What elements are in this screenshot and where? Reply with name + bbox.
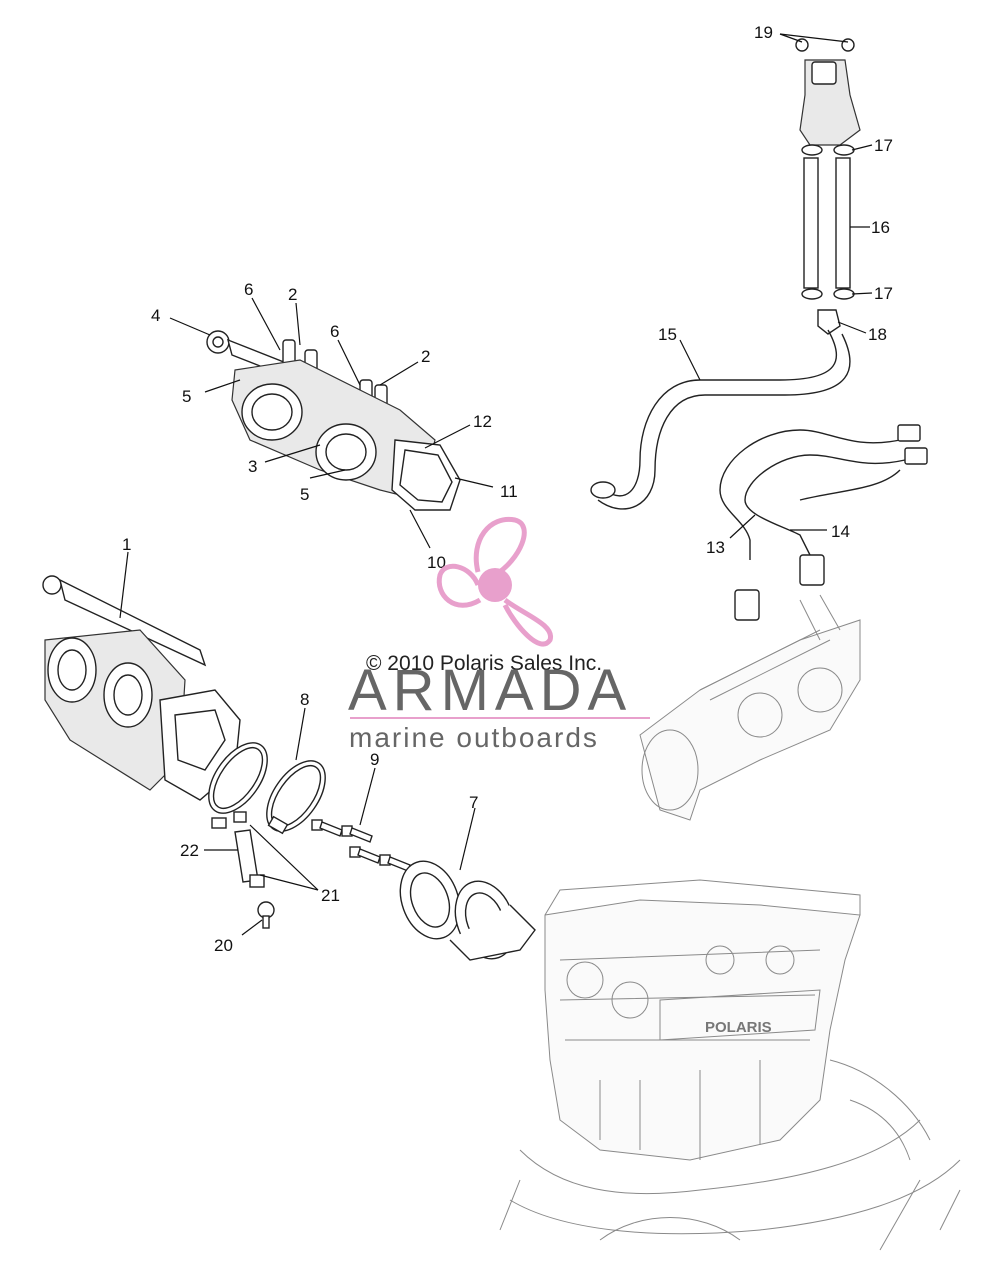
callout-3: 3: [248, 457, 257, 476]
intake-boots: [399, 860, 536, 961]
callout-19: 19: [754, 23, 773, 42]
callout-11: 11: [500, 482, 518, 501]
watermark: © 2010 Polaris Sales Inc. ARMADA marine …: [348, 516, 650, 753]
leader-lines: [119, 33, 873, 936]
callout-21: 21: [321, 886, 340, 905]
callout-17a: 17: [874, 136, 893, 155]
engine-block-drawing: POLARIS: [499, 879, 961, 1251]
wire-harness: [719, 424, 928, 621]
callout-2b: 2: [421, 347, 430, 366]
callout-5a: 5: [182, 387, 191, 406]
callout-22: 22: [180, 841, 199, 860]
callout-5b: 5: [300, 485, 309, 504]
callout-9: 9: [370, 750, 379, 769]
throttle-body-assembly: [42, 575, 241, 801]
callout-labels: 1 2 2 3 4 5 5 6 6 7 8 9 10 11 12 13 14 1…: [122, 23, 893, 955]
bolts: [311, 819, 411, 872]
hose-clamps: [208, 742, 326, 835]
callout-7: 7: [469, 793, 478, 812]
callout-8: 8: [300, 690, 309, 709]
callout-20: 20: [214, 936, 233, 955]
watermark-copyright: © 2010 Polaris Sales Inc.: [366, 652, 602, 675]
vent-fittings: [233, 811, 275, 929]
fuel-hose: [590, 329, 851, 510]
callout-6b: 6: [330, 322, 339, 341]
fuel-filter-assembly: [795, 38, 861, 335]
callout-18: 18: [868, 325, 887, 344]
callout-10: 10: [427, 553, 446, 572]
watermark-tagline: marine outboards: [349, 722, 599, 753]
watermark-brand: ARMADA: [348, 658, 632, 723]
callout-15: 15: [658, 325, 677, 344]
callout-2a: 2: [288, 285, 297, 304]
callout-16: 16: [871, 218, 890, 237]
engine-brand-mark: POLARIS: [705, 1019, 772, 1036]
callout-17b: 17: [874, 284, 893, 303]
throttle-body-exploded: [206, 330, 461, 511]
callout-12: 12: [473, 412, 492, 431]
callout-6a: 6: [244, 280, 253, 299]
callout-13: 13: [706, 538, 725, 557]
propeller-icon: [436, 516, 553, 647]
assembled-throttle-body-drawing: [639, 594, 861, 821]
callout-4: 4: [151, 306, 160, 325]
callout-1: 1: [122, 535, 131, 554]
callout-14: 14: [831, 522, 850, 541]
